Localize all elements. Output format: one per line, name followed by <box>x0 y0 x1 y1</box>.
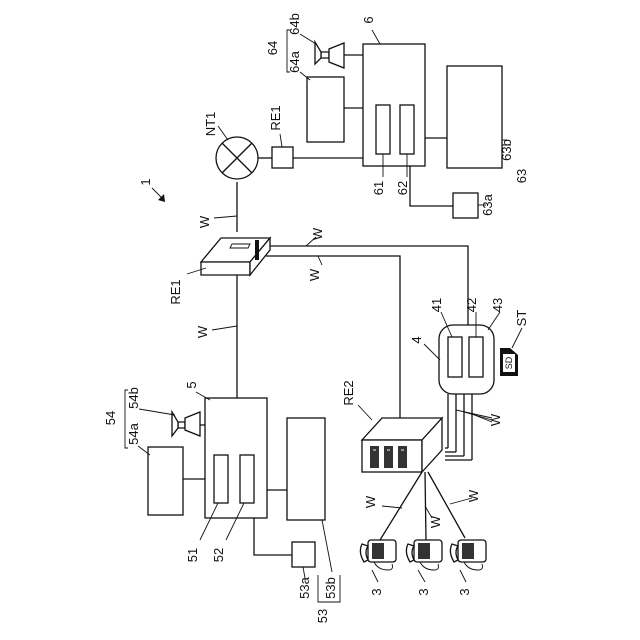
relay-top-label: RE1 <box>268 105 283 130</box>
audio-64a: 64a <box>287 50 302 72</box>
wire-label: W <box>428 515 443 528</box>
storage-label: ST <box>514 310 529 327</box>
wire-label: W <box>310 227 325 240</box>
phone-label: 3 <box>369 588 384 595</box>
wire-label: W <box>363 495 378 508</box>
network-nt1: NT1 <box>203 112 258 179</box>
peripheral-53b: 53b <box>323 577 338 599</box>
terminal-6-part: 62 <box>395 181 410 195</box>
wire-label: W <box>195 325 210 338</box>
group-63-label: 63 <box>514 169 529 183</box>
audio-54a: 54a <box>126 422 141 444</box>
wire-label: W <box>466 489 481 502</box>
relay-main-device: RE1 <box>168 238 270 305</box>
phone-1 <box>360 540 396 570</box>
wire-label: W <box>307 268 322 281</box>
terminal-6-label: 6 <box>361 16 376 23</box>
terminal-5-label: 5 <box>184 381 199 388</box>
relay-sub-device: RE2 <box>341 380 442 472</box>
sd-card-text: SD <box>504 356 514 369</box>
phone-label: 3 <box>457 588 472 595</box>
server-part-label: 43 <box>490 298 505 312</box>
terminal-5: 5 51 52 53 53a 53b 54 54a 54b <box>103 381 340 623</box>
audio-group-64: 64 <box>265 41 280 55</box>
wire-label: W <box>197 215 212 228</box>
peripheral-63b: 63b <box>499 139 514 161</box>
server-4: 4 41 42 43 <box>409 298 505 394</box>
peripheral-53a: 53a <box>297 576 312 598</box>
server-part-label: 42 <box>464 298 479 312</box>
relay-sub-label: RE2 <box>341 380 356 405</box>
network-label: NT1 <box>203 112 218 137</box>
terminal-6: 6 61 62 63 63a 63b 64 64a 64b <box>265 13 529 218</box>
phone-label: 3 <box>416 588 431 595</box>
terminal-5-part: 52 <box>211 548 226 562</box>
phone-2 <box>406 540 442 570</box>
phone-3 <box>450 540 486 570</box>
terminal-5-part: 51 <box>185 548 200 562</box>
phones: 3 3 3 <box>360 540 486 596</box>
server-part-label: 41 <box>429 298 444 312</box>
sd-card-storage: SD ST <box>500 310 529 376</box>
figure-ref-label: 1 <box>138 178 153 185</box>
audio-54b: 54b <box>126 387 141 409</box>
figure-reference: 1 <box>138 178 165 202</box>
wire-label: W <box>488 413 503 426</box>
group-53-label: 53 <box>315 609 330 623</box>
relay-main-label: RE1 <box>168 279 183 304</box>
relay-top: RE1 <box>268 105 293 168</box>
audio-group-54: 54 <box>103 411 118 425</box>
audio-64b: 64b <box>287 13 302 35</box>
terminal-6-part: 61 <box>371 181 386 195</box>
server-label: 4 <box>409 336 424 343</box>
